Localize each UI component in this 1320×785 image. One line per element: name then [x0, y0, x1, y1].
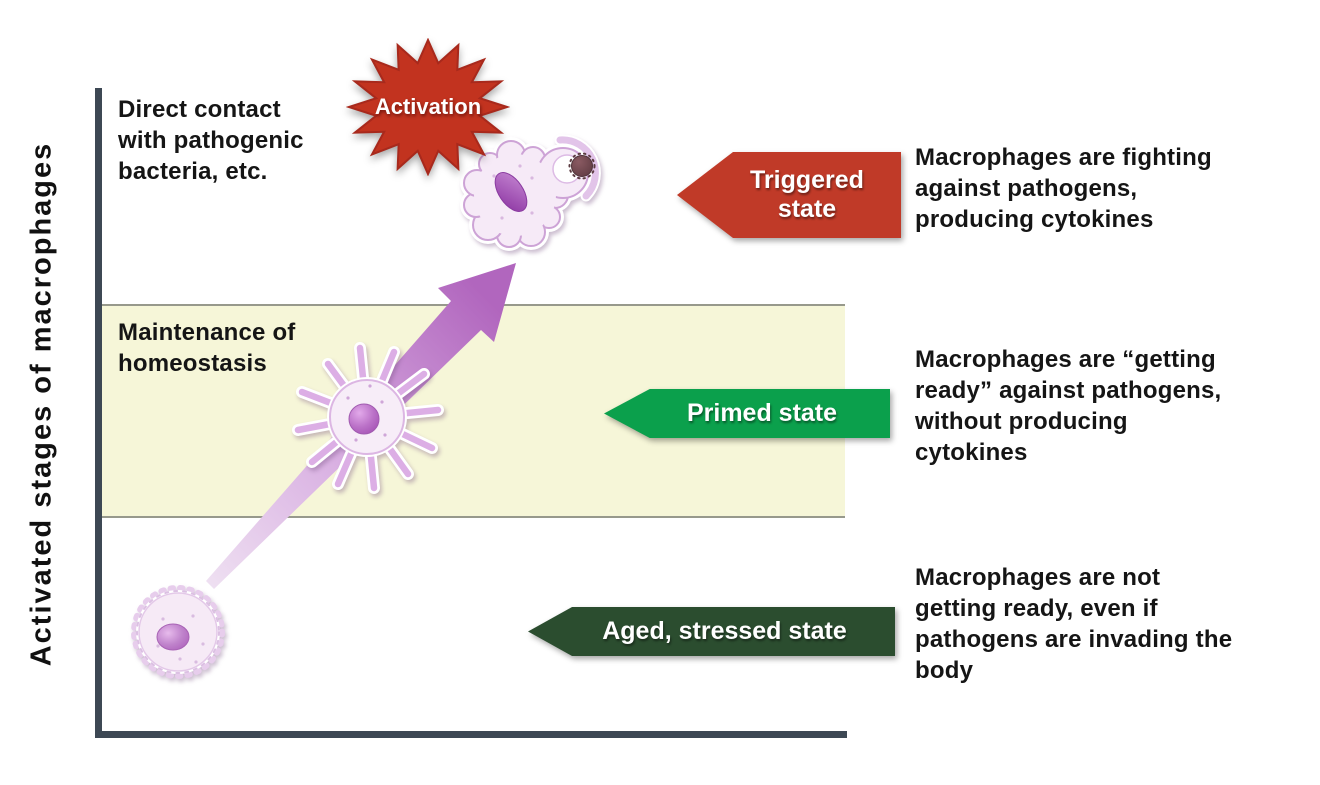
description-line: Macrophages are not — [915, 564, 1161, 591]
state-arrow-aged: Aged, stressed state — [528, 607, 895, 656]
aged-state-description: Macrophages are not getting ready, even … — [915, 562, 1305, 686]
activated-macrophage-icon — [460, 134, 601, 251]
state-label-line: state — [777, 195, 837, 223]
annotation-line: bacteria, etc. — [118, 158, 268, 185]
state-label: Primed state — [686, 399, 838, 427]
description-line: cytokines — [915, 439, 1028, 466]
description-line: ready” against pathogens, — [915, 377, 1222, 404]
aged-macrophage-icon — [131, 585, 225, 679]
state-arrow-triggered: Triggered state — [677, 152, 901, 238]
cell-texture-dots — [156, 614, 205, 664]
cell-texture-dots — [346, 384, 387, 442]
state-label-line: Triggered — [750, 166, 864, 194]
y-axis-label: Activated stages of macrophages — [25, 141, 58, 667]
y-axis-line — [95, 88, 102, 738]
annotation-line: homeostasis — [118, 350, 267, 377]
description-line: without producing — [915, 408, 1128, 435]
activation-burst-label: Activation — [374, 94, 482, 119]
description-line: pathogens are invading the — [915, 626, 1233, 653]
description-line: getting ready, even if — [915, 595, 1158, 622]
maintenance-annotation: Maintenance of homeostasis — [118, 317, 296, 379]
state-label: Aged, stressed state — [602, 617, 847, 645]
description-line: against pathogens, — [915, 175, 1138, 202]
description-line: Macrophages are “getting — [915, 346, 1216, 373]
nucleus — [494, 172, 528, 212]
description-line: producing cytokines — [915, 206, 1154, 233]
state-arrow-primed: Primed state — [604, 389, 890, 438]
primed-state-description: Macrophages are “getting ready” against … — [915, 344, 1305, 468]
triggered-state-description: Macrophages are fighting against pathoge… — [915, 142, 1305, 235]
description-line: Macrophages are fighting — [915, 144, 1212, 171]
cell-texture-dots — [492, 164, 534, 220]
annotation-line: with pathogenic — [118, 127, 304, 154]
primed-macrophage-icon — [292, 342, 444, 494]
annotation-line: Maintenance of — [118, 319, 296, 346]
pathogen-icon — [571, 155, 593, 177]
description-line: body — [915, 657, 974, 684]
annotation-line: Direct contact — [118, 96, 281, 123]
direct-contact-annotation: Direct contact with pathogenic bacteria,… — [118, 94, 304, 187]
activation-burst-icon — [346, 38, 510, 176]
x-axis-line — [95, 731, 847, 738]
